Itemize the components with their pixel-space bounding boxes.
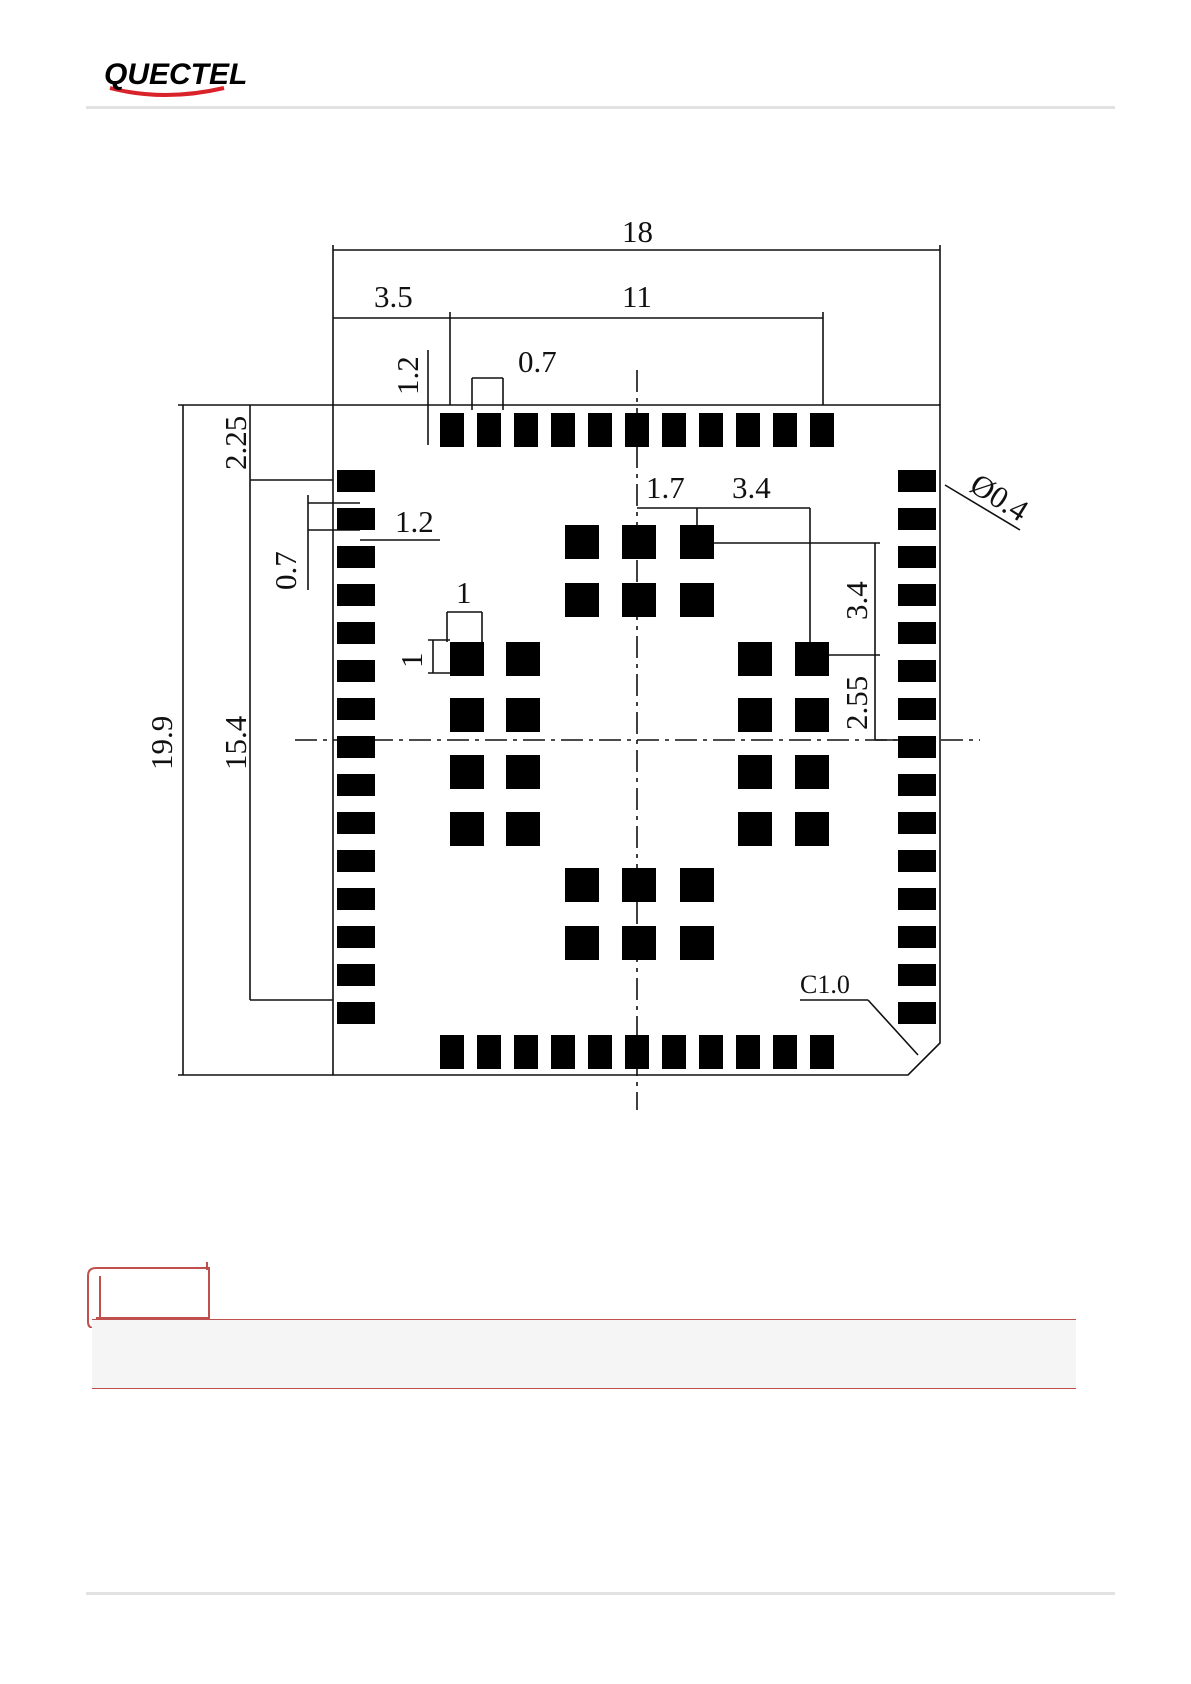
inner-pads-top bbox=[565, 525, 714, 617]
dim-overall-height: 19.9 bbox=[144, 716, 179, 770]
right-pads bbox=[898, 470, 936, 1024]
dim-pad-pitch-top: 0.7 bbox=[518, 344, 557, 379]
left-pads bbox=[337, 470, 375, 1024]
note-box bbox=[92, 1319, 1076, 1389]
dim-pad-length-left: 1.2 bbox=[395, 504, 434, 539]
dim-overall-width: 18 bbox=[622, 214, 653, 249]
dim-inner-pad-w: 1 bbox=[456, 575, 472, 610]
dim-pad-span-left: 15.4 bbox=[218, 715, 253, 770]
dim-inner-pad-h: 1 bbox=[394, 653, 429, 669]
dim-chamfer: C1.0 bbox=[800, 970, 850, 999]
dim-group-offset-y: 3.4 bbox=[839, 581, 874, 620]
dim-center-offset-x: 1.7 bbox=[646, 470, 685, 505]
dim-hole-diameter: Ø0.4 bbox=[964, 466, 1035, 528]
outline-lines bbox=[178, 245, 1020, 1110]
dim-group-offset-x: 3.4 bbox=[732, 470, 771, 505]
inner-pads-right bbox=[738, 642, 829, 846]
dim-top-margin-left: 2.25 bbox=[218, 416, 253, 470]
dim-pad-pitch-left: 0.7 bbox=[268, 551, 303, 590]
footer-rule bbox=[86, 1592, 1115, 1595]
dim-pad-length-top: 1.2 bbox=[390, 356, 425, 395]
inner-pads-bottom bbox=[565, 868, 714, 960]
top-pads bbox=[440, 413, 834, 447]
dim-left-offset: 3.5 bbox=[374, 279, 413, 314]
dim-pad-span-top: 11 bbox=[622, 279, 652, 314]
inner-pads-left bbox=[450, 642, 540, 846]
bottom-pads bbox=[440, 1035, 834, 1069]
dim-group-offset-y2: 2.55 bbox=[839, 676, 874, 730]
